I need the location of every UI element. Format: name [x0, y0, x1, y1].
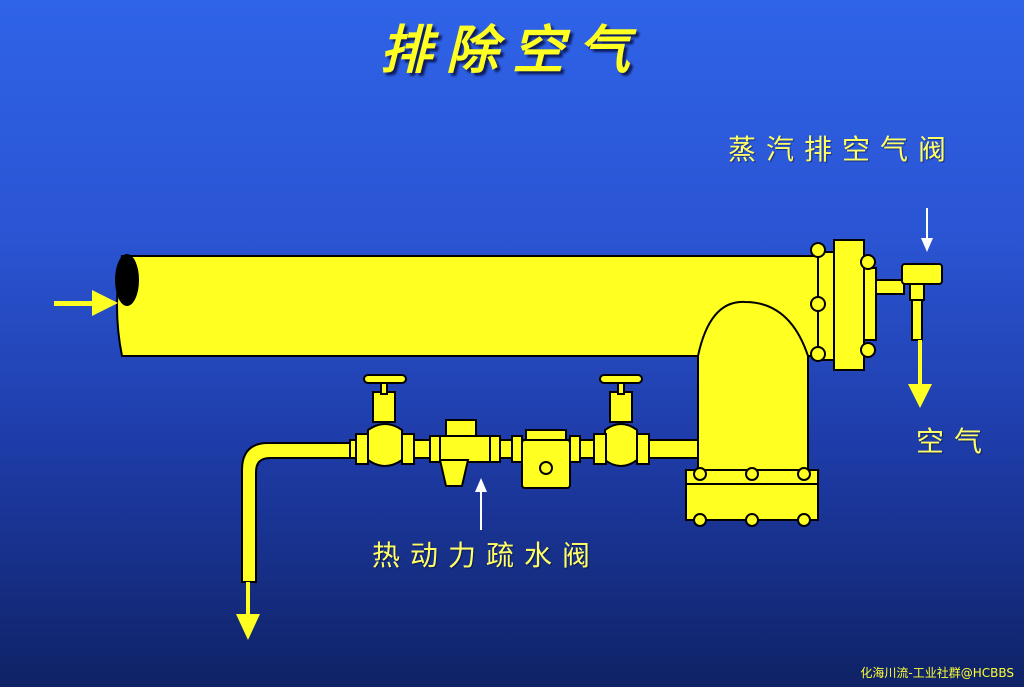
strainer-body [435, 435, 493, 463]
globe-valve-1-bonnet [372, 391, 396, 423]
trap-label: 热动力疏水阀 [372, 539, 601, 572]
strainer-flange-l [429, 435, 441, 463]
flange-bolt [797, 513, 811, 527]
trap-flange-r [569, 435, 581, 463]
flange-bolt [810, 346, 826, 362]
flange-bolt [745, 513, 759, 527]
vent-pointer-arrow [921, 208, 933, 252]
pipe-opening [115, 254, 139, 306]
flange-bolt [693, 467, 707, 481]
trap-plug [539, 461, 553, 475]
drop-leg [697, 300, 809, 471]
air-label: 空气 [916, 425, 993, 458]
flange-bolt [860, 342, 876, 358]
globe-valve-1-flange-l [355, 433, 369, 465]
strainer-pocket [438, 459, 470, 487]
flange-bolt [797, 467, 811, 481]
vent-branch-pipe [875, 279, 905, 295]
globe-valve-1-flange-r [401, 433, 415, 465]
drain-outlet-arrow [236, 582, 260, 640]
trap-flange-l [511, 435, 523, 463]
air-outlet-arrow [908, 340, 932, 408]
flange-bolt [810, 242, 826, 258]
page-title: 排除空气 [379, 21, 644, 81]
vent-valve-stem [909, 283, 925, 301]
globe-valve-2-flange-r [636, 433, 650, 465]
vent-outlet-tube [911, 299, 923, 341]
steam-inlet-arrow [54, 290, 118, 316]
globe-valve-2-flange-l [593, 433, 607, 465]
globe-valve-1-wheel [363, 374, 407, 384]
globe-valve-2-body [604, 423, 638, 467]
strainer-flange-r [489, 435, 501, 463]
vent-valve-label: 蒸汽排空气阀 [728, 133, 957, 166]
flange-bolt [860, 254, 876, 270]
trap-pointer-arrow [475, 478, 487, 530]
flange-bolt [693, 513, 707, 527]
flange-bolt [745, 467, 759, 481]
globe-valve-2-bonnet [609, 391, 633, 423]
drain-pipe [241, 442, 358, 583]
end-flange [833, 239, 865, 371]
watermark: 化海川流-工业社群@HCBBS [860, 666, 1014, 680]
end-cap [863, 267, 877, 341]
flange-bolt [810, 296, 826, 312]
globe-valve-1-body [367, 423, 403, 467]
vent-valve-body [901, 263, 943, 285]
globe-valve-2-wheel [599, 374, 643, 384]
